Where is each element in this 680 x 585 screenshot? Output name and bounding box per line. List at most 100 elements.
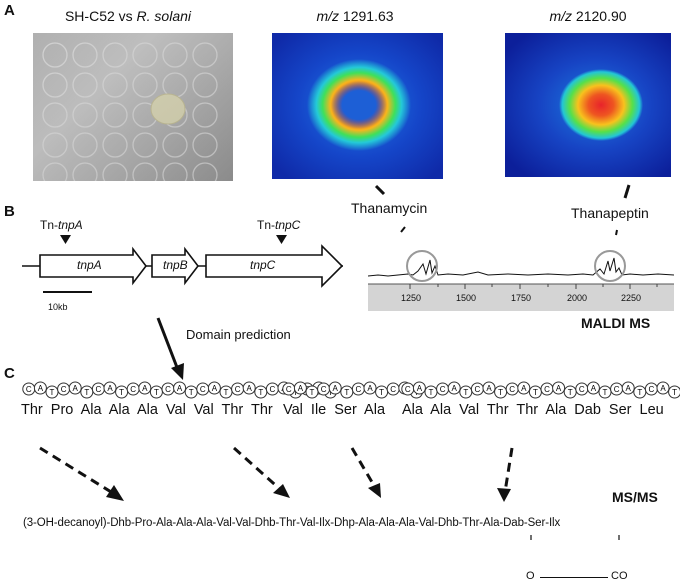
nrps-domain-rows: CATCATCATCATCATCATCATCATCATCATCATCATCATC… (22, 381, 680, 399)
module1-domain-label-3: C (61, 385, 67, 394)
module1-domain-label-2: T (50, 388, 55, 397)
module3-domain-label-2: T (429, 388, 434, 397)
gene-tnpc: tnpC (250, 258, 276, 272)
module2-domain-a-7 (363, 381, 377, 395)
petri-dish-photo (33, 33, 233, 181)
thanapeptin-label: Thanapeptin (571, 205, 649, 221)
module3-domain-label-7: A (486, 384, 492, 393)
tnpc-insertion-triangle (276, 235, 287, 244)
mz-1291-heatmap (272, 33, 443, 179)
module3-domain-a-1 (412, 381, 426, 395)
module2-domain-label-1: A (298, 384, 304, 393)
module1-domain-label-5: T (84, 388, 89, 397)
module1-domain-label-19: A (247, 384, 253, 393)
module1-domain-a-16 (207, 381, 221, 395)
caption-petri: SH-C52 vs R. solani (64, 8, 192, 24)
module1-domain-a-4 (68, 381, 82, 395)
ms-tick-1250: 1250 (401, 293, 422, 303)
module2-domain-label-6: C (356, 385, 362, 394)
module1-domain-label-14: T (189, 388, 194, 397)
tnpc-gene-arrow (205, 244, 344, 288)
module3-domain-a-7 (482, 381, 496, 395)
ms-tick-1750: 1750 (511, 293, 532, 303)
tn-tnpc-label: Tn-tnpC (257, 218, 301, 232)
module3-domain-label-18: C (614, 385, 620, 394)
module2-domain-a-1 (293, 381, 307, 395)
module1-domain-label-0: C (26, 385, 32, 394)
module3-domain-label-13: A (556, 384, 562, 393)
msms-label: MS/MS (612, 489, 658, 505)
module1-domain-label-11: T (154, 388, 159, 397)
tnpa-insertion-triangle (60, 235, 71, 244)
module3-domain-label-11: T (533, 388, 538, 397)
module1-domain-label-13: A (177, 384, 183, 393)
module1-domain-label-10: A (142, 384, 148, 393)
caption-mz-2120: m/z 2120.90 (549, 8, 627, 24)
module3-domain-label-19: A (626, 384, 632, 393)
panel-label-b: B (4, 203, 15, 220)
tnpb-gene-arrow (151, 246, 200, 286)
module1-domain-label-15: C (200, 385, 206, 394)
module2-domain-label-0: C (286, 385, 292, 394)
module3-domain-label-15: C (579, 385, 585, 394)
module1-domain-label-7: A (107, 384, 113, 393)
module3-domain-label-17: T (603, 388, 608, 397)
ms-tick-2250: 2250 (621, 293, 642, 303)
heatmap-connectors (374, 184, 631, 236)
thanamycin-label: Thanamycin (351, 200, 428, 216)
gene-tnpa: tnpA (77, 258, 102, 272)
module2-domain-label-5: T (344, 388, 349, 397)
module3-domain-a-16 (586, 381, 600, 395)
module1-domain-a-1 (33, 381, 47, 395)
module1-domain-label-8: T (119, 388, 124, 397)
module1-domain-a-7 (103, 381, 117, 395)
module3-domain-label-20: T (637, 388, 642, 397)
mz-2120-heatmap (505, 33, 671, 177)
ring-bond-line (540, 577, 608, 578)
panel-label-c: C (4, 365, 15, 382)
module3-domain-label-8: T (498, 388, 503, 397)
module1-domain-label-1: A (38, 384, 44, 393)
domain-prediction-label: Domain prediction (186, 327, 291, 342)
thanamycin-peak-circle (406, 250, 438, 282)
module3-domain-label-12: C (544, 385, 550, 394)
module3-domain-a-4 (447, 381, 461, 395)
module3-domain-t-23 (668, 385, 680, 399)
petri-grid-circles (33, 33, 233, 181)
module3-domain-label-6: C (475, 385, 481, 394)
module2-amino-acids: Val Ile Ser Ala (283, 402, 386, 418)
module1-domain-label-16: A (212, 384, 218, 393)
module1-domain-a-19 (242, 381, 256, 395)
gene-tnpb: tnpB (163, 258, 188, 272)
module1-domain-label-21: C (270, 385, 276, 394)
maldi-ms-label: MALDI MS (581, 315, 651, 331)
module2-domain-a-4 (328, 381, 342, 395)
module1-domain-a-13 (173, 381, 187, 395)
panel-c-graphics (39, 317, 620, 540)
maldi-spectrum (368, 250, 674, 311)
module3-domain-label-0: C (405, 385, 411, 394)
module1-domain-label-20: T (258, 388, 263, 397)
module2-domain-label-9: C (390, 385, 396, 394)
module3-domain-label-3: C (440, 385, 446, 394)
module3-domain-a-13 (552, 381, 566, 395)
module1-domain-label-6: C (96, 385, 102, 394)
module2-domain-label-2: T (310, 388, 315, 397)
ring-o-label: O (526, 570, 535, 582)
panel-label-a: A (4, 2, 15, 19)
tnpa-gene-arrow (39, 246, 148, 286)
module1-amino-acids: Thr Pro Ala Ala Ala Val Val Thr Thr (21, 402, 273, 418)
module1-domain-label-26: T (328, 388, 333, 397)
module3-domain-label-21: C (649, 385, 655, 394)
module3-domain-label-9: C (509, 385, 515, 394)
module3-domain-a-22 (656, 381, 670, 395)
gene-cluster-diagram (22, 235, 344, 293)
module3-domain-label-14: T (568, 388, 573, 397)
module3-domain-label-22: A (660, 384, 666, 393)
module3-domain-label-23: T (672, 388, 677, 397)
module1-domain-label-12: C (165, 385, 171, 394)
module1-domain-label-4: A (73, 384, 79, 393)
module3-domain-label-16: A (591, 384, 597, 393)
module3-domain-a-10 (517, 381, 531, 395)
module2-domain-label-7: A (367, 384, 373, 393)
